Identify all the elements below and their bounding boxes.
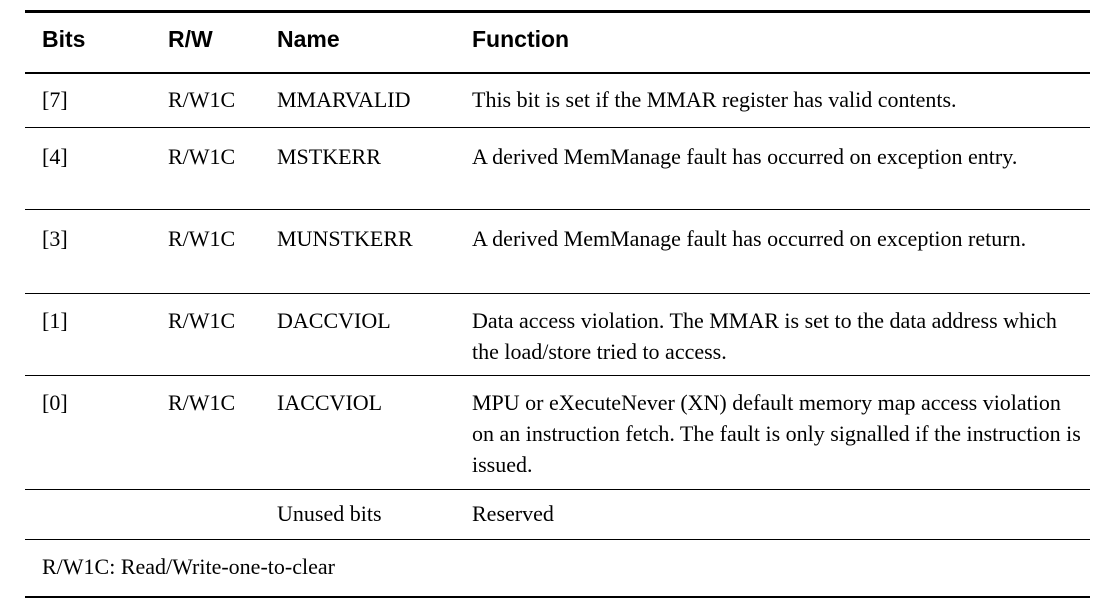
table-rule-top <box>25 10 1090 13</box>
column-header-name: Name <box>277 26 340 52</box>
table-rule-row-1 <box>25 127 1090 128</box>
cell-name: MUNSTKERR <box>277 226 413 251</box>
table-footnote: R/W1C: Read/Write-one-to-clear <box>42 554 335 579</box>
cell-name: DACCVIOL <box>277 308 391 333</box>
cell-rw: R/W1C <box>168 226 236 251</box>
table-rule-row-5 <box>25 489 1090 490</box>
table-rule-row-3 <box>25 293 1090 294</box>
cell-function: A derived MemManage fault has occurred o… <box>472 144 1018 169</box>
cell-function: This bit is set if the MMAR register has… <box>472 87 957 112</box>
cell-rw: R/W1C <box>168 87 236 112</box>
cell-name: Unused bits <box>277 501 382 526</box>
column-header-function: Function <box>472 26 570 52</box>
cell-function: Reserved <box>472 501 554 526</box>
cell-bits: [3] <box>42 226 68 251</box>
cell-name: MSTKERR <box>277 144 381 169</box>
cell-bits: [7] <box>42 87 68 112</box>
column-header-rw: R/W <box>168 26 213 52</box>
table-rule-header <box>25 72 1090 74</box>
cell-name: MMARVALID <box>277 87 411 112</box>
table-rule-row-6 <box>25 539 1090 540</box>
cell-bits: [0] <box>42 390 68 415</box>
table-rule-row-4 <box>25 375 1090 376</box>
cell-rw: R/W1C <box>168 144 236 169</box>
cell-bits: [4] <box>42 144 68 169</box>
cell-function: MPU or eXecuteNever (XN) default memory … <box>472 390 1087 478</box>
table-rule-bottom <box>25 596 1090 598</box>
cell-rw: R/W1C <box>168 390 236 415</box>
cell-name: IACCVIOL <box>277 390 383 415</box>
cell-rw: R/W1C <box>168 308 236 333</box>
cell-bits: [1] <box>42 308 68 333</box>
table-rule-row-2 <box>25 209 1090 210</box>
cell-function: Data access violation. The MMAR is set t… <box>472 308 1063 365</box>
cell-function: A derived MemManage fault has occurred o… <box>472 226 1027 251</box>
column-header-bits: Bits <box>42 26 86 52</box>
